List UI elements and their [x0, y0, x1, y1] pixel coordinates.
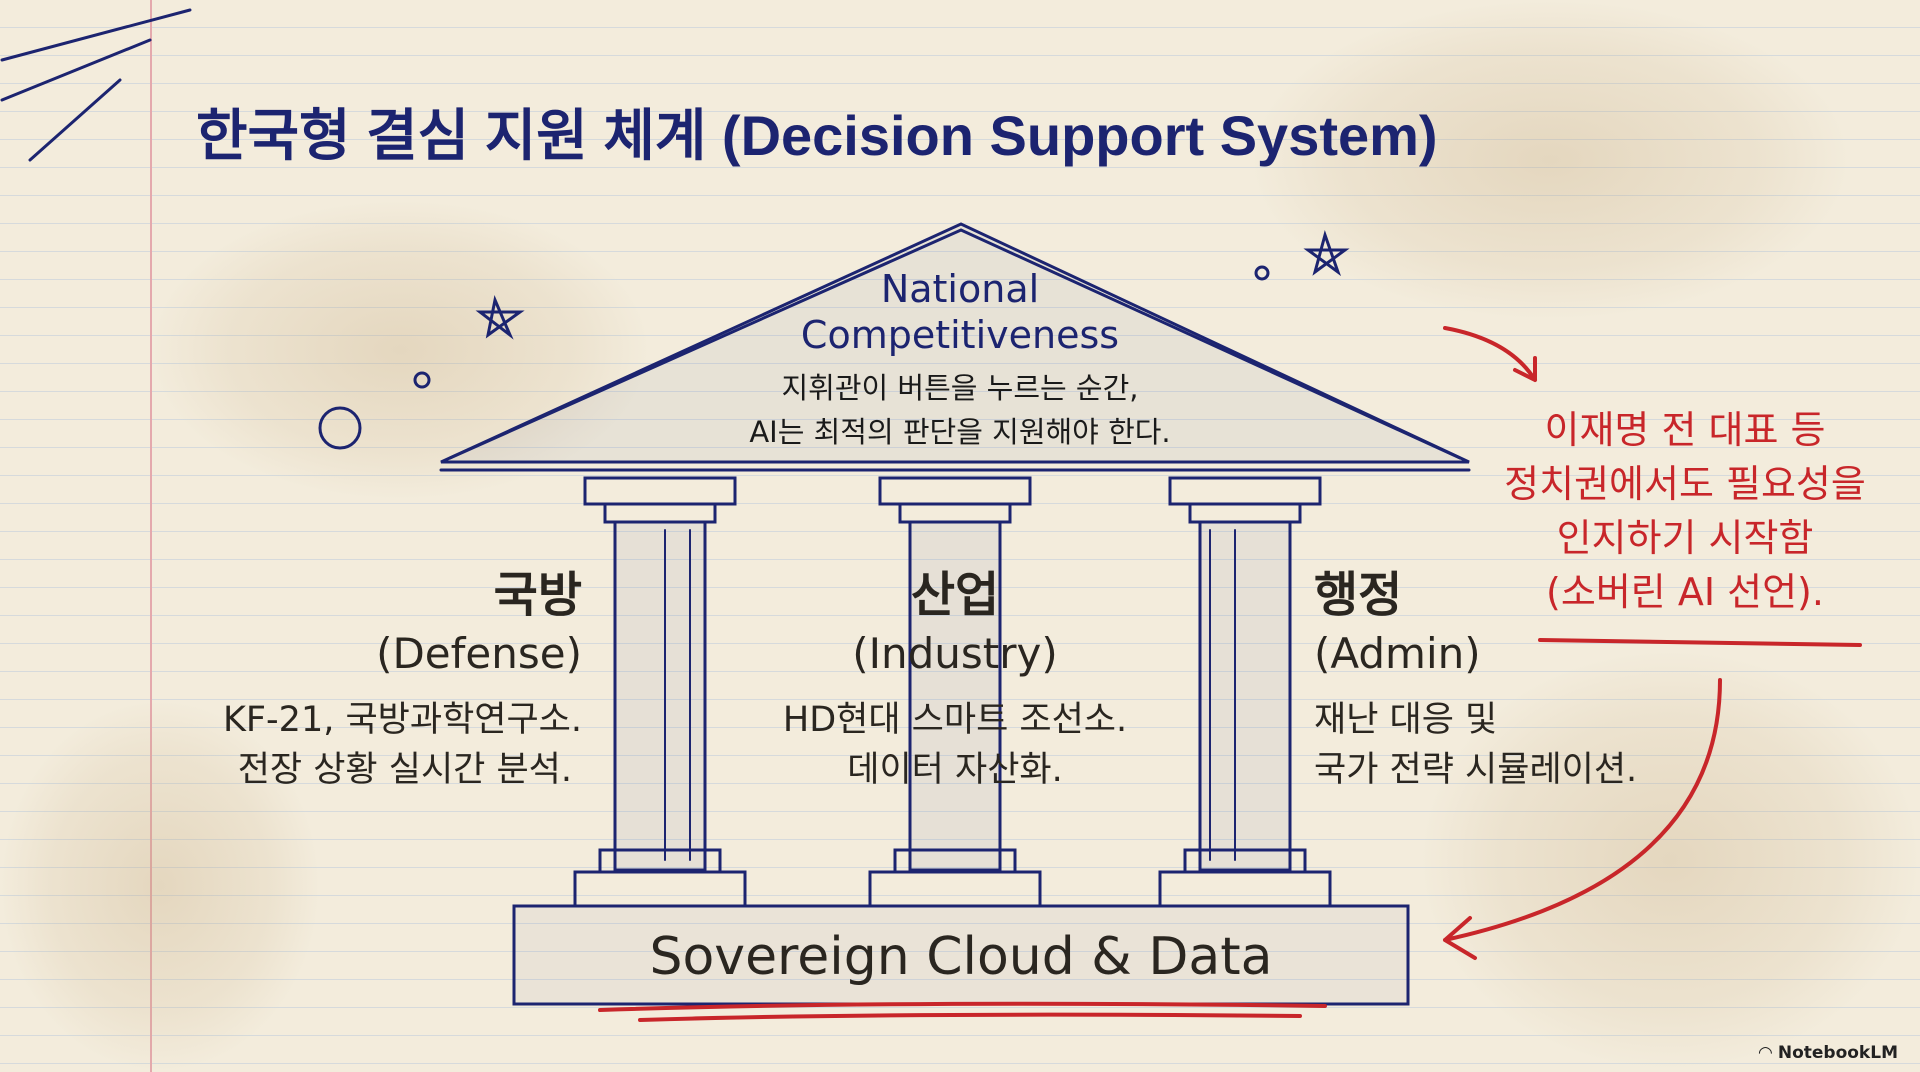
foundation-label: Sovereign Cloud & Data: [649, 927, 1273, 987]
notebooklm-watermark: ◠ NotebookLM: [1759, 1044, 1898, 1064]
pillar-industry-line2: 데이터 자산화.: [847, 750, 1063, 790]
coffee-stain: [1420, 650, 1920, 1070]
arrow-to-note: [1443, 326, 1537, 382]
pillar-admin-subtitle: (Admin): [1314, 629, 1481, 678]
coffee-stain: [0, 700, 320, 1072]
star-doodle: [475, 294, 525, 340]
coffee-stain: [150, 200, 650, 500]
pillar-admin-title: 행정: [1314, 567, 1403, 623]
watermark-text: NotebookLM: [1777, 1043, 1898, 1064]
star-doodle: [1303, 229, 1350, 277]
note-underline: [1538, 638, 1862, 647]
annotation-line: 정치권에서도 필요성을: [1504, 461, 1866, 506]
pillar-admin-line2: 국가 전략 시뮬레이션.: [1314, 750, 1638, 790]
pillar-defense-title: 국방: [493, 567, 582, 623]
pillar-defense-subtitle: (Defense): [376, 629, 582, 678]
roof-heading-1: National: [880, 267, 1040, 311]
notebooklm-logo-icon: ◠: [1758, 1043, 1778, 1064]
margin-line: [150, 0, 152, 1072]
column-left: [573, 476, 747, 908]
column-right: [1158, 476, 1332, 908]
roof: [440, 222, 1470, 464]
annotation-note: 이재명 전 대표 등 정치권에서도 필요성을 인지하기 시작함 (소버린 AI …: [1480, 404, 1890, 620]
arrow-to-foundation: [1443, 678, 1722, 960]
coffee-stain: [1250, 0, 1850, 320]
pillar-industry-title: 산업: [910, 567, 1000, 623]
pillar-defense-line2: 전장 상황 실시간 분석.: [237, 750, 572, 790]
annotation-line: 이재명 전 대표 등: [1544, 408, 1826, 452]
pillar-industry-line1: HD현대 스마트 조선소.: [782, 700, 1128, 740]
roof-heading-2: Competitiveness: [800, 313, 1120, 357]
foundation-underline: [598, 1001, 1327, 1022]
roof-text-1: 지휘관이 버튼을 누르는 순간,: [781, 371, 1139, 405]
pillar-industry-subtitle: (Industry): [852, 629, 1058, 678]
page-title: 한국형 결심 지원 체계 (Decision Support System): [196, 104, 1438, 167]
pillar-admin-line1: 재난 대응 및: [1314, 700, 1498, 740]
pillar-defense-line1: KF-21, 국방과학연구소.: [222, 700, 582, 740]
roof-text-2: AI는 최적의 판단을 지원해야 한다.: [749, 415, 1171, 449]
annotation-line: 인지하기 시작함: [1556, 515, 1814, 560]
foundation-slab: [512, 904, 1410, 1006]
annotation-line: (소버린 AI 선언).: [1546, 569, 1824, 614]
column-center: [868, 476, 1042, 908]
